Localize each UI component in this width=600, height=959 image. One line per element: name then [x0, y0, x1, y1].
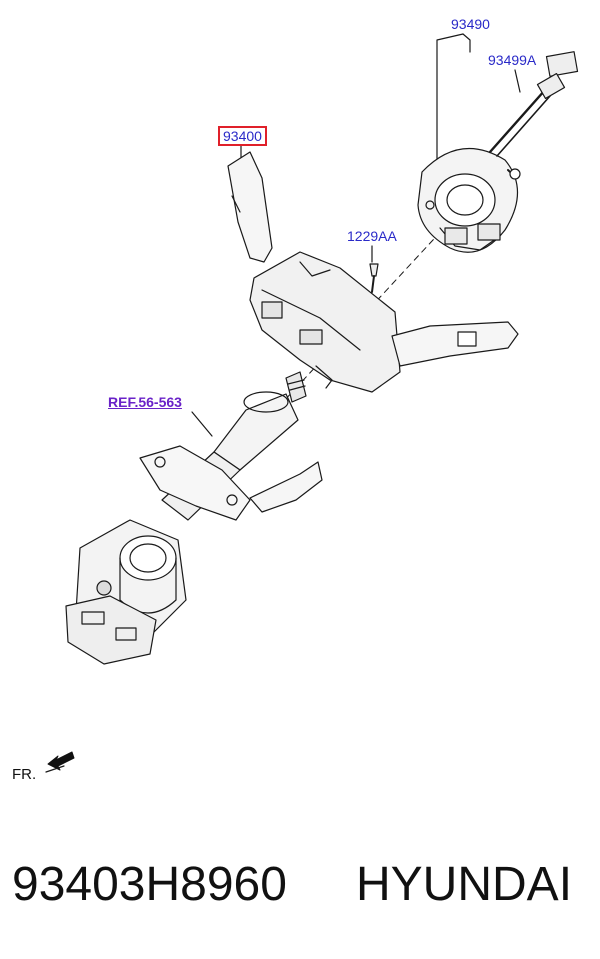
- callout-93499a: 93499A: [488, 52, 537, 68]
- callout-ref-56-563[interactable]: REF.56-563: [108, 394, 182, 410]
- front-direction-arrow-icon: [45, 751, 75, 773]
- bolt: [369, 263, 379, 293]
- callout-93400: 93400: [218, 126, 267, 146]
- multifunction-switch: [227, 151, 519, 393]
- callout-93490: 93490: [451, 16, 490, 32]
- eps-motor-assembly: [65, 519, 187, 665]
- front-direction-label: FR.: [12, 766, 37, 783]
- callout-1229aa: 1229AA: [347, 228, 397, 244]
- part-number: 93403H8960: [12, 858, 287, 911]
- steering-column: [139, 371, 323, 521]
- clock-spring-assembly: [417, 51, 579, 253]
- brand-name: HYUNDAI: [356, 858, 573, 911]
